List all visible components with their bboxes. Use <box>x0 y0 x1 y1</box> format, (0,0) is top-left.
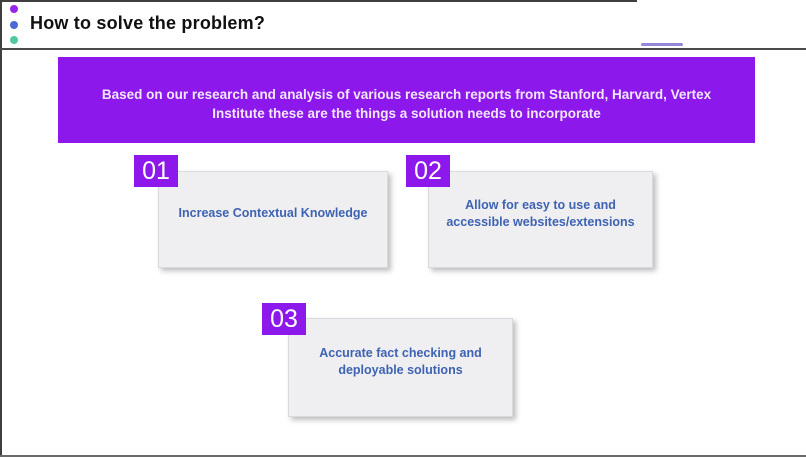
slide-bottom-border <box>0 455 806 457</box>
banner-text-line-2: Institute these are the things a solutio… <box>212 106 601 121</box>
slide-left-border <box>0 0 2 457</box>
slide-top-border <box>0 0 637 2</box>
step-2-text-line-1: Allow for easy to use and <box>465 197 616 212</box>
page-title: How to solve the problem? <box>30 13 266 33</box>
header-divider-line <box>0 48 806 50</box>
step-3-text-line-1: Accurate fact checking and <box>319 345 482 360</box>
summary-banner: Based on our research and analysis of va… <box>58 57 755 143</box>
step-1-number-badge: 01 <box>134 155 178 187</box>
step-2-card: Allow for easy to use and accessible web… <box>428 171 653 268</box>
step-1-card: Increase Contextual Knowledge <box>158 171 388 268</box>
step-3-number-badge: 03 <box>262 303 306 335</box>
step-3-text-line-2: deployable solutions <box>338 362 463 377</box>
step-2-number-badge: 02 <box>406 155 450 187</box>
bullet-dot-blue-icon <box>10 21 18 29</box>
bullet-dot-green-icon <box>10 36 18 44</box>
step-3-card: Accurate fact checking and deployable so… <box>288 318 513 417</box>
banner-text-line-1: Based on our research and analysis of va… <box>101 87 712 102</box>
step-2-text-line-2: accessible websites/extensions <box>446 214 635 229</box>
accent-dash-decoration <box>641 43 683 46</box>
step-1-text-line-1: Increase Contextual Knowledge <box>178 206 368 220</box>
bullet-dot-purple-icon <box>10 5 18 13</box>
